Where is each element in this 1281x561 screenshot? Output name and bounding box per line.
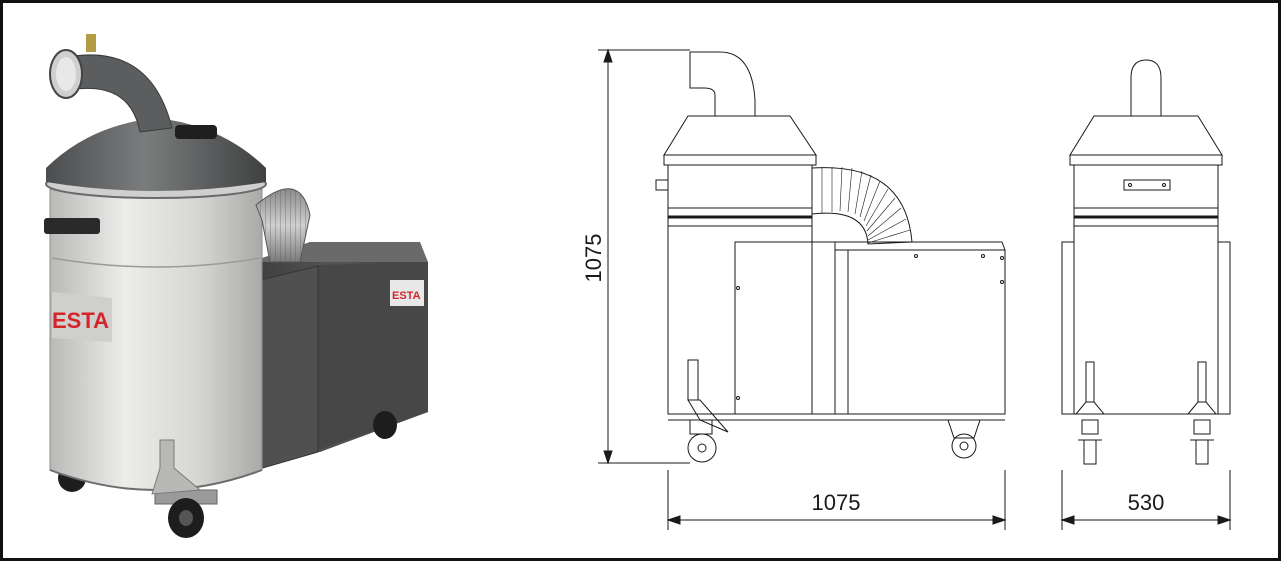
inlet-valve: [86, 34, 96, 52]
caster-right: [373, 411, 397, 439]
hose-ribs: [256, 188, 310, 262]
caster-front: [154, 489, 218, 538]
inlet-opening-inner: [56, 57, 76, 91]
width-dimension-label: 530: [1128, 490, 1165, 515]
lid-handle: [175, 125, 217, 139]
motor-housing-side: [318, 262, 428, 450]
drum-foot-bracket: [151, 439, 202, 495]
drum-logo-text: ESTA: [52, 308, 109, 333]
product-photo: ESTA ESTA: [44, 34, 428, 538]
inlet-elbow: [61, 54, 173, 133]
front-view-drawing: [1060, 59, 1232, 530]
height-dimension-label: 1075: [581, 234, 606, 283]
housing-logo-plate: [390, 280, 424, 306]
drum-logo-plate: [52, 292, 112, 342]
housing-logo-text: ESTA: [392, 290, 421, 302]
drum-band: [51, 257, 261, 268]
drum-handle: [44, 218, 100, 234]
length-dimension-label: 1075: [812, 490, 861, 515]
side-view-drawing: [598, 48, 1007, 530]
